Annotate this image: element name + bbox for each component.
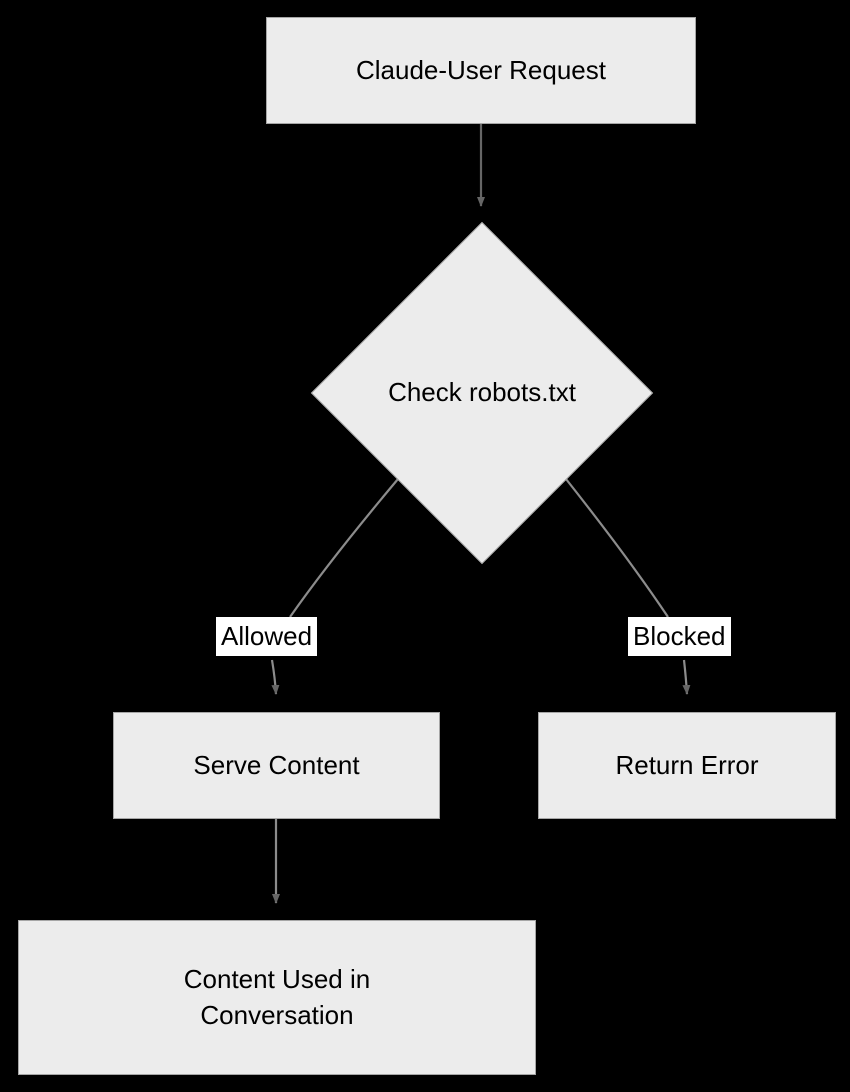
node-label: Return Error xyxy=(615,749,759,780)
node-label: Serve Content xyxy=(193,749,360,780)
node-return-error[interactable]: Return Error xyxy=(538,712,836,819)
node-label: Claude-User Request xyxy=(355,54,606,85)
node-content-used-in-conversation[interactable]: Content Used in Conversation xyxy=(18,920,536,1075)
edge-label-blocked: Blocked xyxy=(628,617,731,656)
edge-decision-to-serve xyxy=(270,478,399,695)
node-label: Check robots.txt xyxy=(388,377,576,408)
edge-label-allowed: Allowed xyxy=(216,617,318,656)
edge-decision-to-error xyxy=(565,478,691,695)
node-label: Content Used in Conversation xyxy=(183,963,371,1030)
node-serve-content[interactable]: Serve Content xyxy=(113,712,440,819)
node-claude-user-request[interactable]: Claude-User Request xyxy=(266,17,696,124)
node-check-robots-txt[interactable]: Check robots.txt xyxy=(310,221,654,565)
